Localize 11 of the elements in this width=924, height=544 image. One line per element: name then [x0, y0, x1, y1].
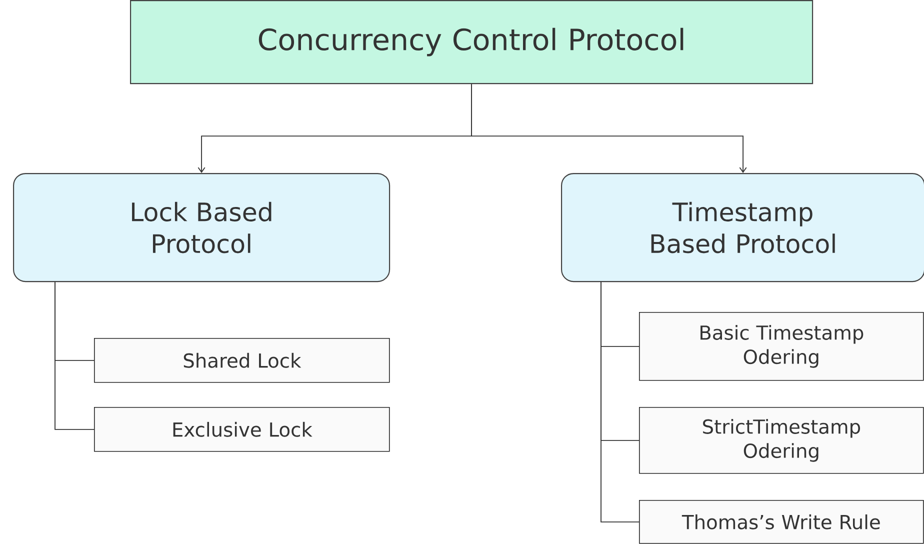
title-box: Concurrency Control Protocol	[130, 0, 814, 84]
connector	[54, 282, 94, 430]
connector	[471, 84, 747, 173]
leaf-box: StrictTimestamp Odering	[639, 407, 924, 474]
leaf-box: Basic Timestamp Odering	[639, 312, 924, 381]
category-box: Timestamp Based Protocol	[561, 173, 924, 282]
leaf-box: Shared Lock	[94, 338, 390, 383]
category-box: Lock Based Protocol	[13, 173, 390, 282]
connector	[600, 282, 640, 522]
leaf-box: Exclusive Lock	[94, 407, 390, 452]
leaf-box: Thomas’s Write Rule	[639, 500, 924, 544]
